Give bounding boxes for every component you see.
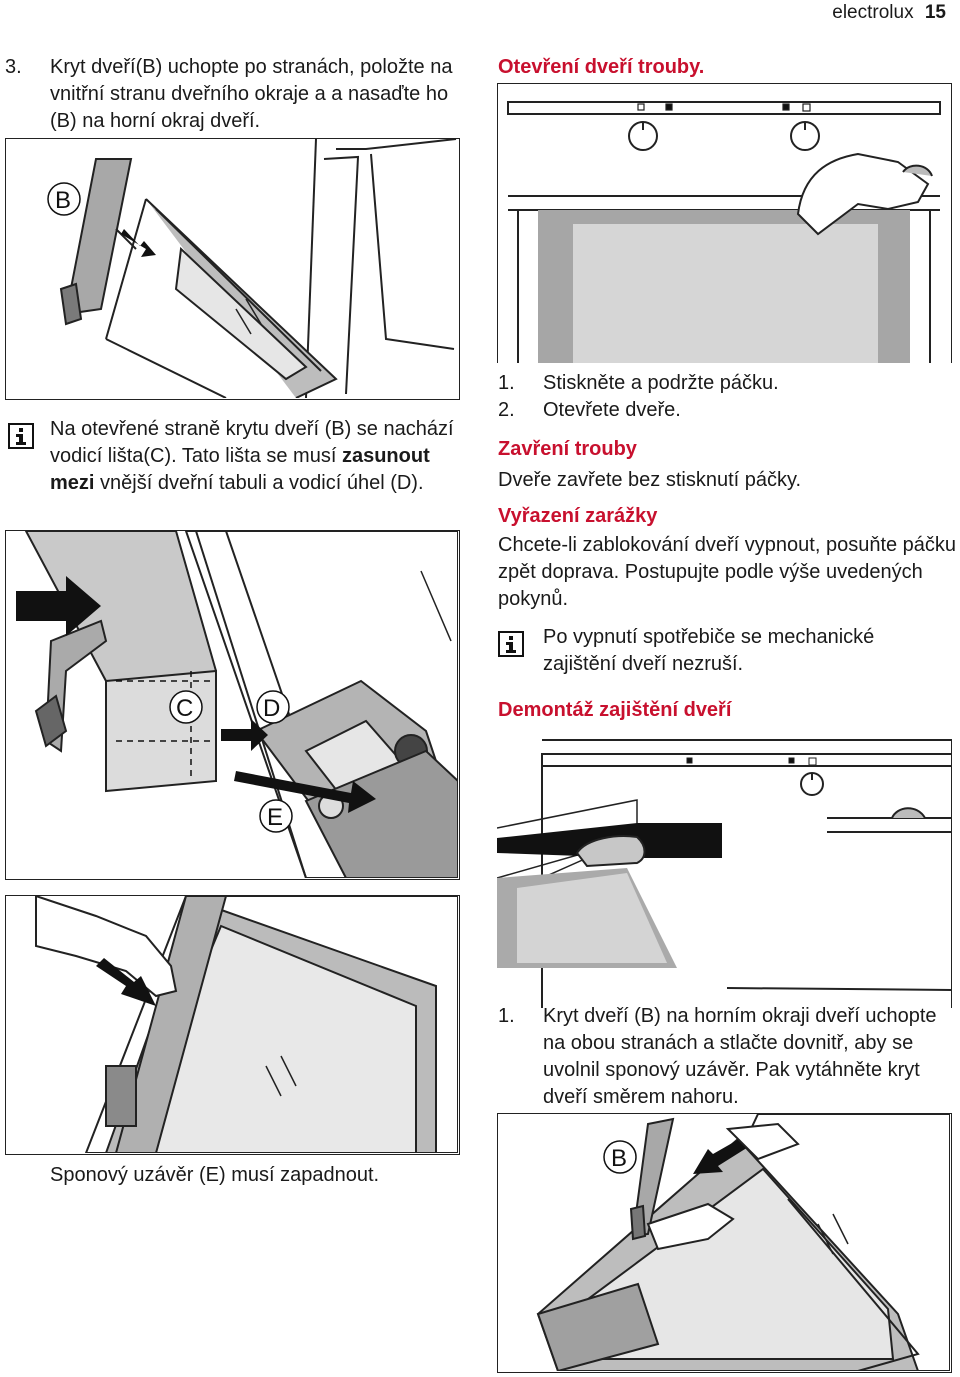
heading-open-door: Otevření dveří trouby. [498, 56, 705, 78]
open-step-1: 1.Stiskněte a podržte páčku. [498, 372, 779, 394]
figure-lock-detail [497, 738, 952, 1008]
fig2-label-d: D [263, 695, 280, 722]
heading-close-oven: Zavření trouby [498, 438, 637, 460]
heading-remove-lock: Demontáž zajištění dveří [498, 699, 732, 721]
close-oven-text: Dveře zavřete bez stisknutí páčky. [498, 469, 802, 491]
disable-lock-text: Chcete-li zablokování dveří vypnout, pos… [498, 534, 957, 610]
step-3: 3. Kryt dveří(B) uchopte po stranách, po… [5, 54, 465, 135]
figure-open-oven [497, 83, 952, 363]
info-note-mechanical-lock: Po vypnutí spotřebiče se mechanické zaji… [543, 626, 875, 675]
removal-step-1: 1. Kryt dveří (B) na horním okraji dveří… [498, 1003, 958, 1111]
info-text-part1: Na otevřené straně krytu dveří (B) se na… [50, 418, 454, 467]
fig2-label-c: C [176, 695, 193, 722]
fig6-label-b: B [611, 1145, 627, 1172]
brand-name: electrolux [832, 2, 914, 23]
fig2-label-e: E [267, 804, 283, 831]
figure-press-cover [5, 895, 460, 1155]
open-step-2: 2.Otevřete dveře. [498, 399, 681, 421]
info-note-guide-rail: Na otevřené straně krytu dveří (B) se na… [50, 416, 470, 497]
removal-step-number: 1. [498, 1005, 515, 1027]
step-3-text: Kryt dveří(B) uchopte po stranách, polož… [50, 56, 453, 132]
caption-spring-clip: Sponový uzávěr (E) musí zapadnout. [50, 1164, 380, 1186]
heading-disable-lock: Vyřazení zarážky [498, 505, 658, 527]
figure-remove-cover: B [497, 1113, 952, 1373]
open-steps: 1.Stiskněte a podržte páčku. 2.Otevřete … [498, 370, 953, 424]
figure-door-cover-attach: B [5, 138, 460, 400]
info-icon [8, 423, 34, 449]
info-text-bold: zasunout mezi [50, 445, 430, 494]
info-text-part2: vnější dveřní tabuli a vodicí úhel (D). [94, 472, 424, 494]
page-header: electrolux 15 [832, 2, 946, 24]
removal-step-text: Kryt dveří (B) na horním okraji dveří uc… [543, 1005, 937, 1108]
figure-guide-rail-detail: C D E [5, 530, 460, 880]
step-3-number: 3. [5, 56, 22, 78]
info-icon [498, 631, 524, 657]
page-number: 15 [924, 2, 946, 23]
fig1-label-b: B [55, 187, 71, 214]
